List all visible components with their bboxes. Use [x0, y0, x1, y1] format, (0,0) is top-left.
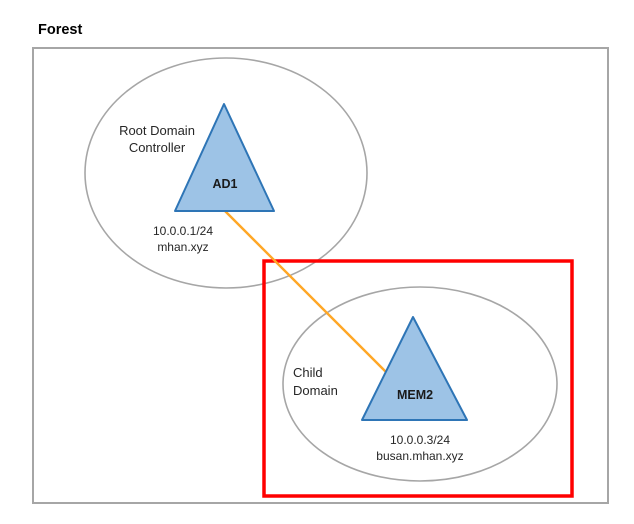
- child-domain-label-line-2: Domain: [293, 383, 338, 398]
- root-domain-group: Root Domain Controller AD1 10.0.0.1/24 m…: [119, 103, 275, 254]
- trust-connection-line[interactable]: [222, 208, 388, 374]
- mem2-domain-triangle[interactable]: [361, 316, 468, 421]
- child-domain-highlight-rect[interactable]: [262, 259, 574, 498]
- forest-title: Forest: [38, 22, 82, 38]
- root-domain-label-line-1: Root Domain: [119, 123, 195, 138]
- child-domain-label-line-1: Child: [293, 365, 323, 380]
- ad1-fqdn: mhan.xyz: [157, 240, 208, 254]
- ad1-domain-triangle[interactable]: [174, 103, 275, 212]
- root-domain-label-line-2: Controller: [129, 140, 186, 155]
- mem2-node-label: MEM2: [397, 388, 433, 402]
- child-domain-group: Child Domain MEM2 10.0.0.3/24 busan.mhan…: [293, 316, 468, 463]
- mem2-fqdn: busan.mhan.xyz: [376, 449, 463, 463]
- ad1-ip-address: 10.0.0.1/24: [153, 224, 213, 238]
- mem2-ip-address: 10.0.0.3/24: [390, 433, 450, 447]
- ad1-node-label: AD1: [212, 177, 237, 191]
